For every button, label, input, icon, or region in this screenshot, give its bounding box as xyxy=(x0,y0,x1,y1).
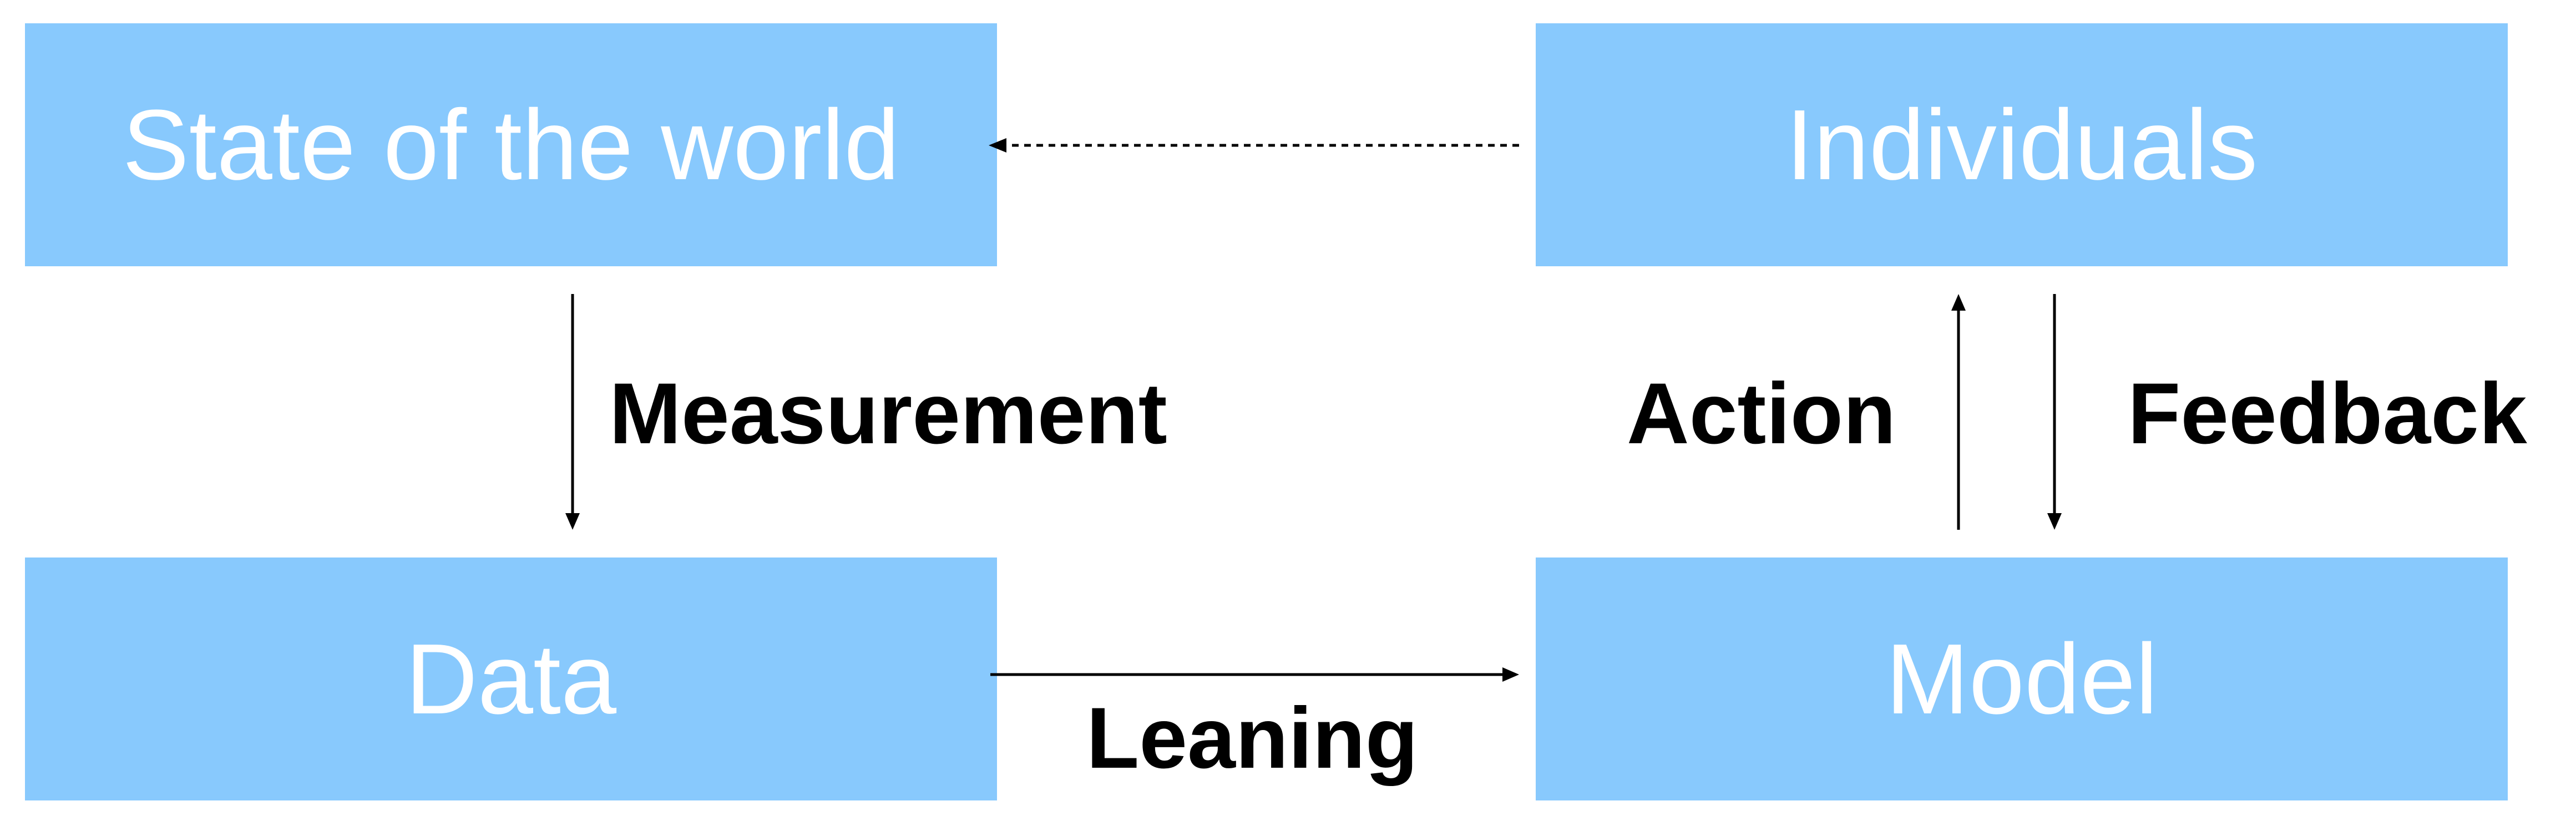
node-state-of-the-world-label: State of the world xyxy=(122,89,900,201)
arrow-individuals-to-state xyxy=(989,138,1519,153)
edge-label-leaning: Leaning xyxy=(1086,690,1419,787)
arrow-leaning xyxy=(990,667,1519,682)
node-model-label: Model xyxy=(1885,623,2158,735)
edge-label-feedback: Feedback xyxy=(2128,366,2527,462)
arrow-feedback xyxy=(2047,294,2062,530)
node-data: Data xyxy=(25,557,997,800)
node-model: Model xyxy=(1536,557,2508,800)
edge-label-action: Action xyxy=(1627,366,1896,462)
node-state-of-the-world: State of the world xyxy=(25,23,997,266)
node-data-label: Data xyxy=(405,623,617,735)
edge-label-measurement: Measurement xyxy=(609,366,1167,462)
arrow-measurement xyxy=(565,294,580,530)
node-individuals-label: Individuals xyxy=(1785,89,2258,201)
arrow-action xyxy=(1951,294,1966,530)
node-individuals: Individuals xyxy=(1536,23,2508,266)
